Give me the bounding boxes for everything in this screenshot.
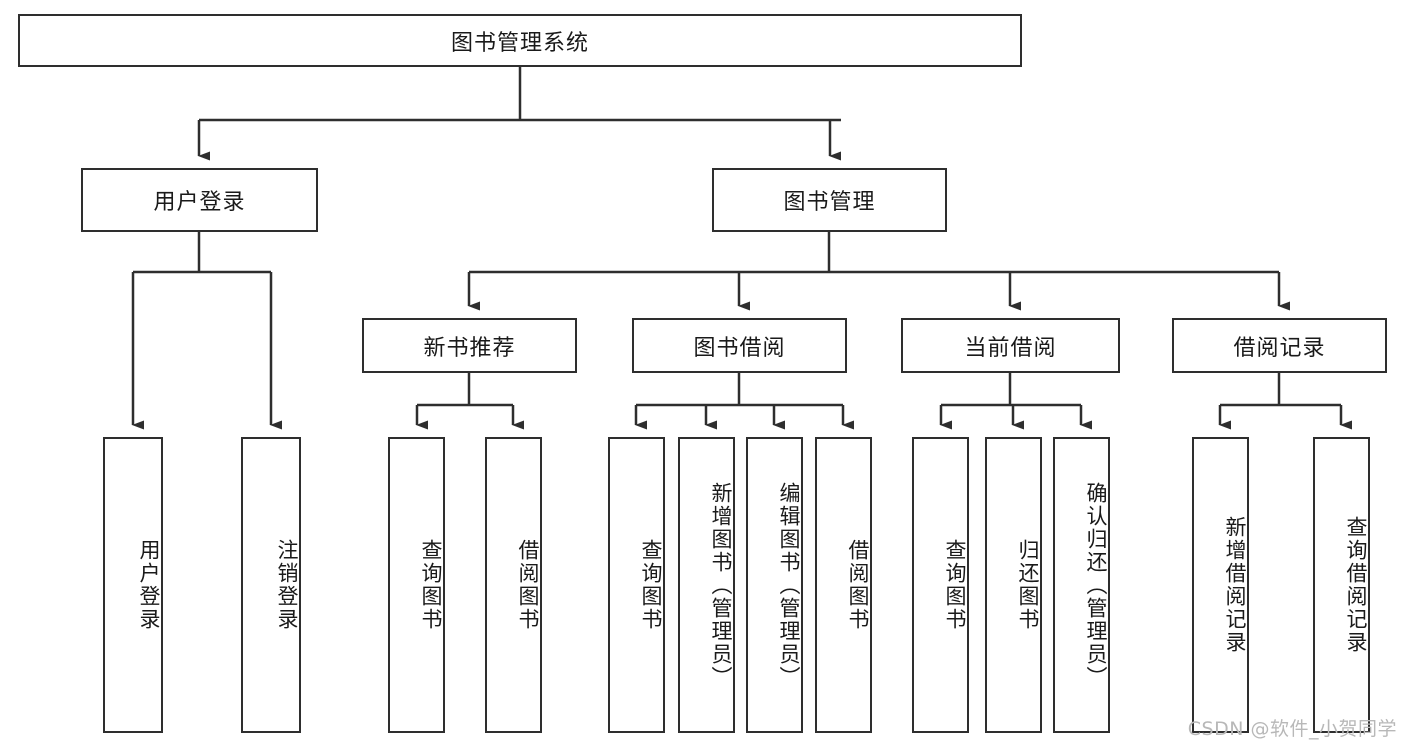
node-level2-0[interactable]: 用户登录 [81, 168, 318, 232]
node-leaf-12-label: 查询借阅记录 [1344, 516, 1368, 654]
node-level3-3-label: 借阅记录 [1233, 335, 1326, 361]
node-level3-2[interactable]: 当前借阅 [901, 318, 1120, 373]
node-level3-3[interactable]: 借阅记录 [1172, 318, 1387, 373]
node-leaf-11-label: 新增借阅记录 [1223, 516, 1247, 654]
node-level3-0-label: 新书推荐 [423, 335, 516, 361]
node-root[interactable]: 图书管理系统 [18, 14, 1022, 67]
node-leaf-0-label: 用户登录 [137, 539, 161, 631]
node-leaf-3[interactable]: 借阅图书 [485, 437, 542, 733]
node-leaf-8[interactable]: 查询图书 [912, 437, 969, 733]
node-level3-1[interactable]: 图书借阅 [632, 318, 847, 373]
node-leaf-9[interactable]: 归还图书 [985, 437, 1042, 733]
node-leaf-8-label: 查询图书 [943, 539, 967, 631]
node-leaf-1-label: 注销登录 [275, 539, 299, 631]
node-level2-0-label: 用户登录 [153, 190, 246, 215]
node-leaf-10[interactable]: 确认归还（管理员） [1053, 437, 1110, 733]
node-leaf-6[interactable]: 编辑图书（管理员） [746, 437, 803, 733]
node-level3-2-label: 当前借阅 [964, 335, 1057, 361]
node-leaf-2[interactable]: 查询图书 [388, 437, 445, 733]
node-level2-1[interactable]: 图书管理 [712, 168, 947, 232]
node-level2-1-label: 图书管理 [783, 190, 876, 215]
node-leaf-5-label: 新增图书（管理员） [709, 481, 733, 689]
node-leaf-11[interactable]: 新增借阅记录 [1192, 437, 1249, 733]
node-leaf-12[interactable]: 查询借阅记录 [1313, 437, 1370, 733]
node-leaf-7-label: 借阅图书 [846, 539, 870, 631]
node-root-label: 图书管理系统 [450, 30, 589, 56]
node-leaf-4-label: 查询图书 [639, 539, 663, 631]
node-level3-1-label: 图书借阅 [693, 335, 786, 361]
node-leaf-6-label: 编辑图书（管理员） [777, 481, 801, 689]
node-leaf-3-label: 借阅图书 [516, 539, 540, 631]
node-leaf-5[interactable]: 新增图书（管理员） [678, 437, 735, 733]
node-leaf-4[interactable]: 查询图书 [608, 437, 665, 733]
node-leaf-7[interactable]: 借阅图书 [815, 437, 872, 733]
csdn-watermark: CSDN @软件_小贺同学 [1187, 718, 1397, 740]
node-leaf-0[interactable]: 用户登录 [103, 437, 163, 733]
node-leaf-9-label: 归还图书 [1016, 539, 1040, 631]
node-leaf-1[interactable]: 注销登录 [241, 437, 301, 733]
node-leaf-2-label: 查询图书 [419, 539, 443, 631]
node-leaf-10-label: 确认归还（管理员） [1084, 481, 1108, 689]
node-level3-0[interactable]: 新书推荐 [362, 318, 577, 373]
